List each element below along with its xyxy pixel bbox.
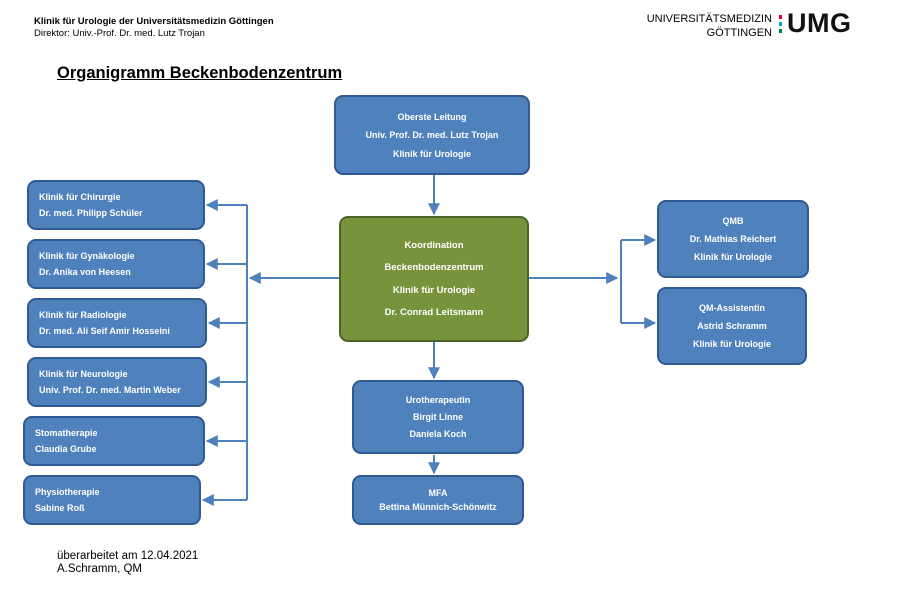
revision-note: überarbeitet am 12.04.2021 A.Schramm, QM: [57, 550, 198, 575]
box-radiologie: Klinik für Radiologie Dr. med. Ali Seif …: [27, 298, 207, 348]
logo-line-1: UNIVERSITÄTSMEDIZIN: [646, 13, 772, 25]
box-line: Klinik für Urologie: [392, 148, 471, 159]
logo-bar-3: [779, 29, 782, 33]
box-line: Beckenbodenzentrum: [384, 262, 484, 274]
revision-author: A.Schramm, QM: [57, 562, 142, 575]
director-line: Direktor: Univ.-Prof. Dr. med. Lutz Troj…: [34, 28, 205, 39]
logo-bar-2: [779, 22, 782, 26]
box-urotherapeutin: Urotherapeutin Birgit Linne Daniela Koch: [352, 380, 524, 454]
box-line: Klinik für Chirurgie: [39, 192, 121, 203]
box-neurologie: Klinik für Neurologie Univ. Prof. Dr. me…: [27, 357, 207, 407]
box-line: Claudia Grube: [35, 443, 97, 454]
box-gynaekologie: Klinik für Gynäkologie Dr. Anika von Hee…: [27, 239, 205, 289]
box-stomatherapie: Stomatherapie Claudia Grube: [23, 416, 205, 466]
clinic-name: Klinik für Urologie der Universitätsmedi…: [34, 16, 274, 27]
box-line: MFA: [428, 487, 448, 498]
box-line: Koordination: [404, 239, 464, 251]
box-line: Klinik für Urologie: [693, 252, 772, 262]
box-mfa: MFA Bettina Münnich-Schönwitz: [352, 475, 524, 525]
umg-logo-mark: UMG: [787, 8, 852, 38]
umg-logo-text: UNIVERSITÄTSMEDIZIN GÖTTINGEN: [620, 12, 772, 40]
box-qm-assistentin: QM-Assistentin Astrid Schramm Klinik für…: [657, 287, 807, 365]
revision-date: überarbeitet am 12.04.2021: [57, 550, 199, 562]
box-line: Bettina Münnich-Schönwitz: [379, 502, 497, 513]
box-line: Physiotherapie: [35, 487, 100, 498]
box-qmb: QMB Dr. Mathias Reichert Klinik für Urol…: [657, 200, 809, 278]
box-line: QMB: [722, 216, 744, 226]
box-line: Univ. Prof. Dr. med. Lutz Trojan: [365, 130, 499, 140]
box-physiotherapie: Physiotherapie Sabine Roß: [23, 475, 201, 525]
logo-line-2: GÖTTINGEN: [706, 27, 772, 39]
box-line: Klinik für Neurologie: [39, 369, 128, 380]
box-line: Daniela Koch: [409, 429, 467, 439]
box-chirurgie: Klinik für Chirurgie Dr. med. Philipp Sc…: [27, 180, 205, 230]
box-line: Dr. Anika von Heesen: [39, 266, 131, 277]
box-line: Dr. Conrad Leitsmann: [384, 307, 484, 319]
box-line: Oberste Leitung: [397, 111, 467, 122]
box-line: Birgit Linne: [413, 412, 463, 422]
box-line: Stomatherapie: [35, 428, 98, 439]
box-line: Dr. Mathias Reichert: [689, 234, 777, 244]
box-oberste-leitung: Oberste Leitung Univ. Prof. Dr. med. Lut…: [334, 95, 530, 175]
box-line: Klinik für Urologie: [692, 339, 771, 349]
box-line: Klinik für Radiologie: [39, 310, 127, 321]
box-line: Astrid Schramm: [697, 321, 767, 331]
box-line: Klinik für Urologie: [392, 284, 476, 296]
page-title: Organigramm Beckenbodenzentrum: [57, 64, 343, 82]
box-line: Dr. med. Philipp Schüler: [39, 207, 143, 218]
box-line: Dr. med. Ali Seif Amir Hosseini: [39, 325, 170, 336]
box-koordination: Koordination Beckenbodenzentrum Klinik f…: [339, 216, 529, 342]
box-line: QM-Assistentin: [698, 303, 765, 313]
box-line: Sabine Roß: [35, 502, 85, 513]
box-line: Urotherapeutin: [405, 395, 471, 405]
box-line: Univ. Prof. Dr. med. Martin Weber: [39, 384, 181, 395]
box-line: Klinik für Gynäkologie: [39, 251, 135, 262]
logo-bar-1: [779, 15, 782, 19]
